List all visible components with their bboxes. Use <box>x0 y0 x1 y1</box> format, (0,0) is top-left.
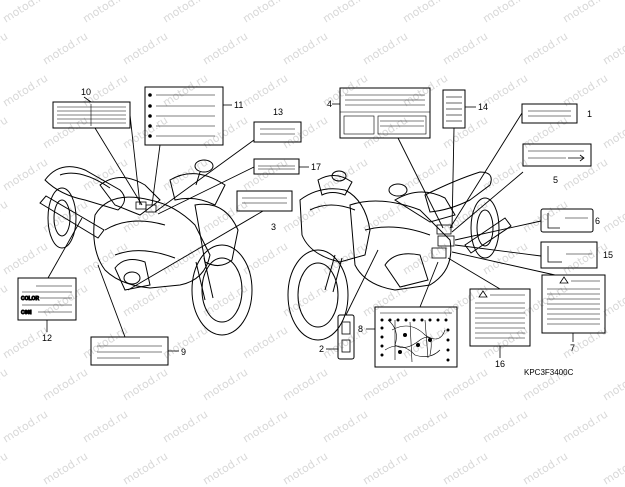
callout-6: 6 <box>595 216 600 226</box>
callout-11: 11 <box>234 100 243 110</box>
callout-5: 5 <box>553 175 558 185</box>
label-location-diagram: COLOR C00I 10 <box>17 86 613 377</box>
callout-12: 12 <box>42 333 52 343</box>
label-12-color-text: COLOR <box>21 296 39 302</box>
label-12: COLOR C00I <box>17 277 77 321</box>
label-5 <box>522 143 592 167</box>
label-13 <box>253 121 302 143</box>
callout-7: 7 <box>570 343 575 353</box>
motorcycle-left-view <box>39 159 253 336</box>
label-16 <box>469 288 531 347</box>
label-4 <box>339 87 431 139</box>
label-6 <box>540 208 594 233</box>
callout-13: 13 <box>273 107 283 117</box>
label-17 <box>253 158 300 175</box>
label-10 <box>52 101 131 129</box>
label-8 <box>374 306 458 368</box>
callout-8: 8 <box>358 324 363 334</box>
label-14 <box>442 89 466 129</box>
label-1 <box>521 103 578 124</box>
callout-1: 1 <box>587 109 592 119</box>
callout-2: 2 <box>319 344 324 354</box>
callout-10: 10 <box>81 87 91 97</box>
label-11 <box>144 86 224 146</box>
callout-15: 15 <box>603 250 613 260</box>
small-plates <box>135 201 455 259</box>
callout-3: 3 <box>271 222 276 232</box>
label-3 <box>236 190 293 212</box>
label-7 <box>541 274 606 334</box>
callout-16: 16 <box>495 359 505 369</box>
callout-9: 9 <box>181 347 186 357</box>
motorcycle-right-view <box>287 170 512 341</box>
diagram-code: KPC3F3400C <box>524 368 574 377</box>
label-9 <box>90 336 169 366</box>
callout-14: 14 <box>478 102 488 112</box>
callout-17: 17 <box>311 162 321 172</box>
callout-4: 4 <box>327 99 332 109</box>
label-15 <box>540 241 598 269</box>
label-12-code-text: C00I <box>21 310 32 316</box>
label-2 <box>337 314 355 360</box>
leader-lines <box>47 112 556 338</box>
